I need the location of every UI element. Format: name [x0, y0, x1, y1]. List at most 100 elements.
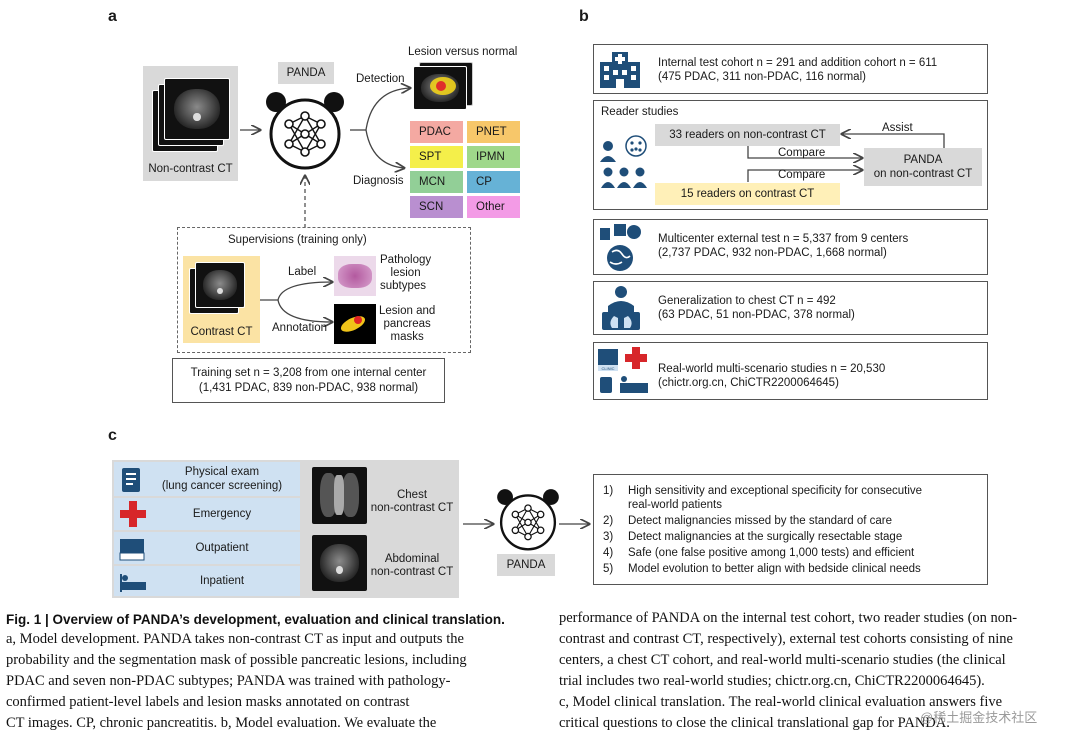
panda-nc-line1: PANDA	[903, 154, 943, 166]
masks-line3: masks	[390, 331, 424, 343]
multi-line1: Multicenter external test n = 5,337 from…	[658, 233, 909, 245]
input-ct-box	[143, 66, 238, 181]
watermark-text: @稀土掘金技术社区	[920, 710, 1038, 725]
caption-left-line-1: a, Model development. PANDA takes non-co…	[6, 631, 464, 647]
pathology-line2: lesion	[390, 267, 421, 279]
panda-label: PANDA	[286, 67, 326, 79]
caption-right-line-5: c, Model clinical translation. The real-…	[559, 694, 1003, 710]
subtype-pdac: PDAC	[410, 121, 463, 143]
internal-line1: Internal test cohort n = 291 and additio…	[658, 57, 938, 69]
panda-network-icon	[266, 92, 344, 170]
supervision-box	[177, 227, 471, 353]
physical-exam-label-1: Physical exam	[184, 466, 260, 478]
abd-ct-line1: Abdominal	[384, 553, 440, 565]
caption-right-line-6: critical questions to close the clinical…	[559, 715, 950, 731]
panda-network-icon-c	[497, 489, 559, 551]
masks-text: Lesion and pancreas masks	[379, 305, 435, 344]
pathology-line1: Pathology	[380, 254, 432, 266]
compare-label-2: Compare	[778, 169, 826, 181]
multi-line2: (2,737 PDAC, 932 non-PDAC, 1,668 normal)	[658, 247, 887, 259]
multicenter-box	[593, 219, 988, 275]
detection-label: Detection	[356, 73, 405, 85]
physical-exam-icon	[122, 468, 140, 492]
chest-ct-image	[312, 467, 367, 524]
caption-right-line-4: trial includes two real-world studies; c…	[559, 673, 985, 689]
outpatient-label-1: Outpatient	[195, 542, 249, 554]
detection-ct-image	[413, 66, 467, 110]
chest-ct-box	[593, 281, 988, 335]
outcome-number-3: 3)	[603, 531, 614, 543]
subtype-scn: SCN	[410, 196, 463, 218]
contrast-ct-image	[195, 262, 245, 308]
reader-arrows	[747, 118, 945, 182]
caption-right-line-2: contrast and contrast CT, respectively),…	[559, 631, 1013, 647]
training-line2: (1,431 PDAC, 839 non-PDAC, 938 normal)	[198, 382, 419, 394]
caption-right-line-3: centers, a chest CT cohort, and real-wor…	[559, 652, 1006, 668]
input-ct-label: Non-contrast CT	[148, 163, 233, 175]
subtype-pnet: PNET	[467, 121, 520, 143]
panda-nc-box: PANDA on non-contrast CT	[864, 148, 982, 186]
panel-a-label: a	[108, 8, 117, 25]
scenario-inpatient: Inpatient	[114, 566, 300, 596]
panda-label-box-c: PANDA	[497, 554, 555, 576]
clinic-tag-text: CLINIC	[601, 366, 614, 371]
subtype-other: Other	[467, 196, 520, 218]
chest-line2: (63 PDAC, 51 non-PDAC, 378 normal)	[658, 309, 855, 321]
scenario-physical-exam: Physical exam (lung cancer screening)	[114, 462, 300, 496]
internal-line2: (475 PDAC, 311 non-PDAC, 116 normal)	[658, 71, 866, 83]
chest-ct-line1: Chest	[396, 489, 428, 501]
panel-c-arrows	[463, 480, 599, 580]
inpatient-label-1: Inpatient	[199, 575, 245, 587]
mask-image	[334, 304, 376, 344]
caption-title: Fig. 1 | Overview of PANDA’s development…	[6, 612, 505, 627]
outcome-text-4: Safe (one false positive among 1,000 tes…	[628, 547, 915, 559]
contrast-ct-box	[183, 256, 260, 343]
masks-line1: Lesion and	[379, 305, 436, 317]
chest-line1: Generalization to chest CT n = 492	[658, 295, 836, 307]
panda-label-box: PANDA	[278, 62, 334, 84]
outcome-number-5: 5)	[603, 563, 614, 575]
outcome-number-4: 4)	[603, 547, 614, 559]
label-text: Label	[288, 266, 317, 278]
outcomes-box	[593, 474, 988, 585]
ct-image	[164, 78, 230, 140]
outcome-text-1: High sensitivity and exceptional specifi…	[628, 485, 923, 497]
caption-left-line-5: CT images. CP, chronic pancreatitis. b, …	[6, 715, 437, 731]
emergency-label-1: Emergency	[192, 508, 252, 520]
physical-exam-label-2: (lung cancer screening)	[161, 480, 283, 492]
readers-nc-label: 33 readers on non-contrast CT	[669, 129, 826, 141]
outpatient-icon	[119, 539, 145, 561]
outcome-number-1: 1)	[603, 485, 614, 497]
real-world-box	[593, 342, 988, 400]
outcome-text-1-cont: real-world patients	[628, 499, 722, 511]
supervision-arrows	[260, 272, 340, 342]
scenario-outpatient: Outpatient	[114, 532, 300, 564]
rw-line2: (chictr.org.cn, ChiCTR2200064645)	[658, 377, 839, 389]
abdominal-ct-image	[312, 535, 367, 591]
pathology-text: Pathology lesion subtypes	[380, 254, 431, 293]
panel-c-label: c	[108, 427, 117, 444]
contrast-ct-label: Contrast CT	[190, 326, 253, 338]
clinic-icons: CLINIC	[598, 347, 648, 393]
globe-hospital-icon	[600, 224, 641, 271]
readers-nc-box: 33 readers on non-contrast CT	[655, 124, 840, 146]
inpatient-icon	[120, 574, 146, 592]
compare-label-1: Compare	[778, 147, 826, 159]
panda-label-c: PANDA	[506, 559, 546, 571]
panel-a-arrows	[240, 70, 418, 228]
subtype-cp: CP	[467, 171, 520, 193]
abd-ct-line2: non-contrast CT	[370, 566, 454, 578]
internal-test-box	[593, 44, 988, 94]
annotation-text: Annotation	[272, 322, 327, 334]
subtype-spt: SPT	[410, 146, 463, 168]
outcome-text-2: Detect malignancies missed by the standa…	[628, 515, 892, 527]
outcome-text-5: Model evolution to better align with bed…	[628, 563, 921, 575]
outcome-text-3: Detect malignancies at the surgically re…	[628, 531, 903, 543]
readers-c-box: 15 readers on contrast CT	[655, 183, 840, 205]
masks-line2: pancreas	[383, 318, 431, 330]
subtype-ipmn: IPMN	[467, 146, 520, 168]
lungs-doctor-icon	[602, 286, 640, 330]
training-set-box: Training set n = 3,208 from one internal…	[172, 358, 445, 403]
pathology-line3: subtypes	[380, 280, 427, 292]
supervision-title: Supervisions (training only)	[228, 234, 367, 246]
